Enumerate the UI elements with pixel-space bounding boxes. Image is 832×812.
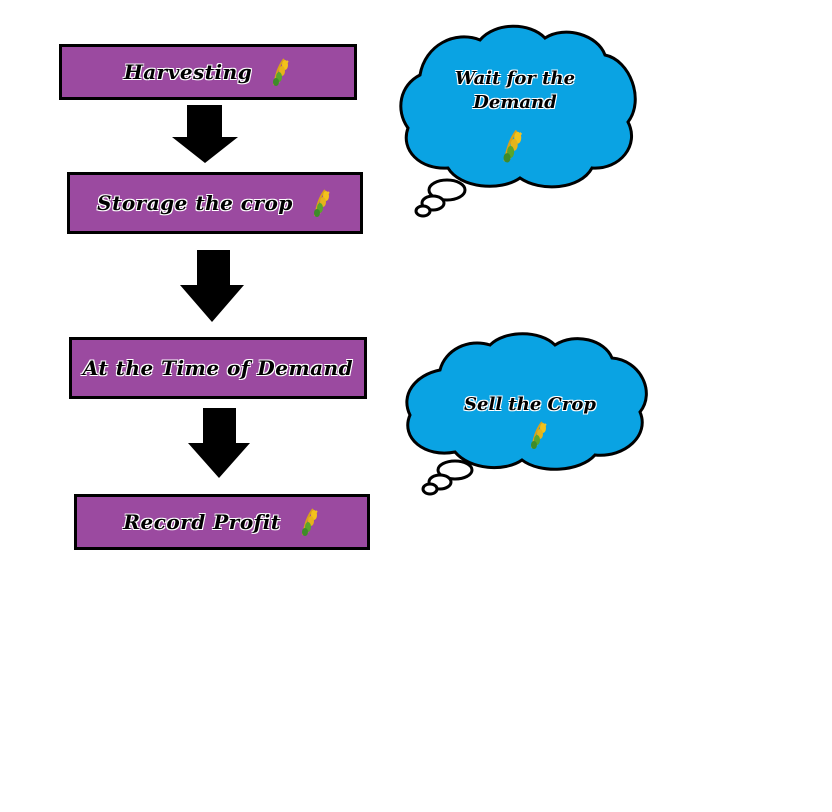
cloud-text-sell-line1: Sell the Crop [464,394,596,415]
wheat-icon [312,189,330,218]
cloud-text-wait-line2: Demand [473,92,557,113]
thought-cloud-wait [399,24,637,218]
step-label-profit: Record Profit [123,510,281,534]
cloud-text-sell: Sell the Crop [440,393,620,417]
step-box-profit: Record Profit [74,494,370,550]
step-box-demand: At the Time of Demand [69,337,367,399]
wheat-icon [272,58,290,87]
cloud-text-wait: Wait for the Demand [430,67,600,115]
wheat-icon [300,508,318,537]
arrow-down-3 [188,408,250,478]
step-box-harvesting: Harvesting [59,44,357,100]
step-label-storage: Storage the crop [97,191,293,215]
wheat-icon [530,421,547,450]
thought-cloud-sell [405,332,648,496]
step-label-harvesting: Harvesting [123,60,253,84]
arrow-down-2 [180,250,244,322]
arrow-down-1 [172,105,238,163]
wheat-icon [502,129,523,164]
step-label-demand: At the Time of Demand [82,356,354,380]
cloud-text-wait-line1: Wait for the [454,68,576,89]
step-box-storage: Storage the crop [67,172,363,234]
